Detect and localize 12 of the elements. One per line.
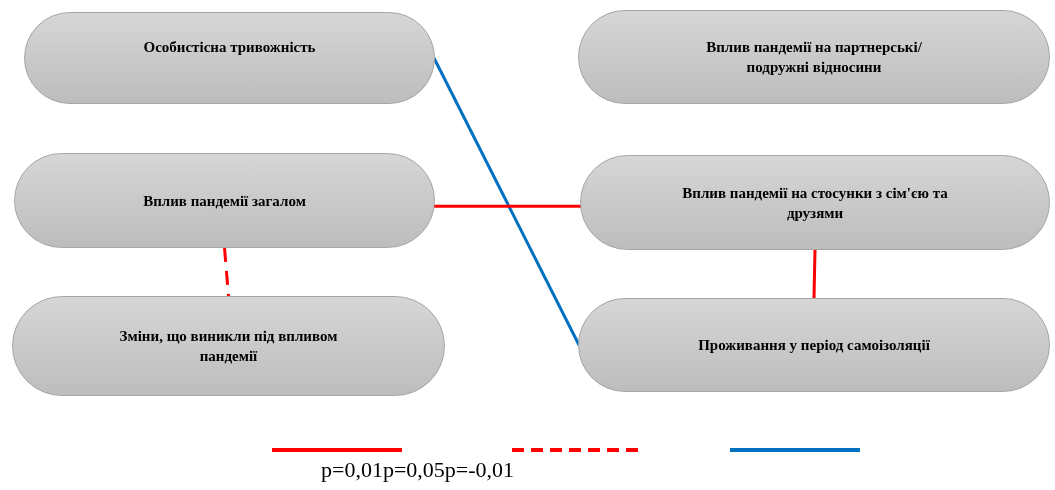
node-label: Зміни, що виникли під впливом пандемії xyxy=(118,327,339,366)
legend-label: p=0,01 xyxy=(321,456,383,484)
node-label: Проживання у період самоізоляції xyxy=(698,336,930,355)
node-label: Особистісна тривожність xyxy=(143,38,316,57)
node-label: Вплив пандемії загалом xyxy=(143,191,306,211)
legend-label: p=0,05 xyxy=(382,456,445,484)
connector-line xyxy=(812,249,817,299)
node-label: Вплив пандемії на партнерські/подружні відносини xyxy=(705,38,923,77)
connector-line xyxy=(434,204,581,208)
node-label: Вплив пандемії на стосунки з сім'єю та друзями xyxy=(681,183,949,223)
connector-line xyxy=(223,247,230,297)
legend-label: p=-0,01 xyxy=(444,456,515,484)
